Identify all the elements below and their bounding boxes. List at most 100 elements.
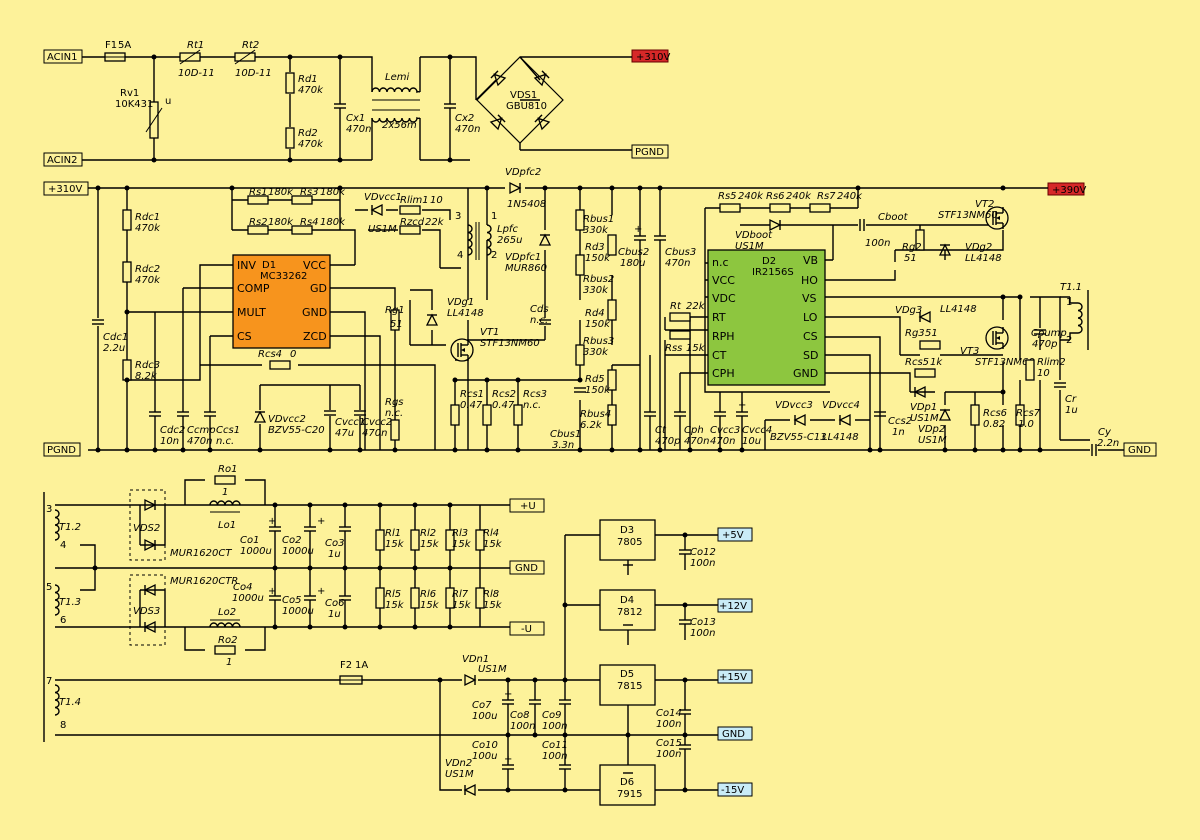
- pin-cs: CS: [237, 330, 252, 343]
- value-vdpfc2: 1N5408: [507, 199, 546, 210]
- label-co9: Co9: [542, 710, 561, 721]
- capacitor-co2: [303, 526, 317, 532]
- label-cr: Cr: [1065, 394, 1077, 405]
- label-rs7: Rs7: [817, 191, 836, 202]
- value-cdc2: 10n: [160, 436, 179, 447]
- choke-lemi: [371, 87, 421, 123]
- value-cboot: 100n: [865, 238, 890, 249]
- value-vdpfc1: MUR860: [505, 263, 547, 274]
- value-rl1: 15k: [385, 539, 405, 550]
- mosfet-vt1: [450, 338, 474, 362]
- label-vdboot: VDboot: [735, 230, 773, 241]
- label-rdc2: Rdc2: [135, 264, 160, 275]
- value-vdvcc4: LL4148: [822, 432, 859, 443]
- value-cds: n.c.: [530, 315, 548, 326]
- label-rg2: Rg2: [902, 242, 922, 253]
- pin-nc: n.c: [712, 256, 729, 269]
- label-ro2: Ro2: [218, 635, 237, 646]
- value-vt1: STF13NM60: [480, 338, 540, 349]
- capacitor-co1: [268, 526, 282, 532]
- label-cvcc2: Cvcc2: [362, 417, 392, 428]
- label-vdvcc3: VDvcc3: [775, 400, 813, 411]
- pin-w6: 6: [60, 615, 66, 626]
- label-rs6: Rs6: [766, 191, 785, 202]
- label-rs1: Rs1: [249, 187, 268, 198]
- label-cdc1: Cdc1: [103, 332, 128, 343]
- label-cvcc3: Cvcc3: [710, 425, 740, 436]
- label-rlim2: Rlim2: [1037, 357, 1066, 368]
- polarity-co2: +: [317, 516, 325, 527]
- label-t1-4: T1.4: [59, 697, 81, 708]
- resistor-rl2: [410, 529, 420, 551]
- svg-text:+12V: +12V: [719, 601, 747, 612]
- label-cvcc1: Cvcc1: [335, 417, 365, 428]
- label-lemi: Lemi: [385, 72, 409, 83]
- svg-text:+U: +U: [520, 501, 536, 512]
- svg-text:GND: GND: [1128, 445, 1151, 456]
- value-vdn1: US1M: [478, 664, 507, 675]
- resistor-rd3: [607, 234, 617, 256]
- capacitor-cvcc3: [713, 411, 727, 417]
- pin-w7: 7: [46, 676, 52, 687]
- value-rl2: 15k: [420, 539, 440, 550]
- value-co5: 1000u: [282, 606, 314, 617]
- svg-text:+310V: +310V: [636, 52, 670, 63]
- label-cbus3: Cbus3: [665, 247, 696, 258]
- pin-rt: RT: [712, 311, 726, 324]
- value-rd2: 470k: [298, 139, 324, 150]
- label-f2: F2: [340, 660, 352, 671]
- value-co13: 100n: [690, 628, 715, 639]
- resistor-rl1: [375, 529, 385, 551]
- diode-pair-vds2: [129, 489, 166, 561]
- label-f1: F1: [105, 40, 117, 51]
- value-rcs6: 0.82: [983, 419, 1005, 430]
- label-cx2: Cx2: [455, 113, 474, 124]
- label-co3: Co3: [325, 538, 344, 549]
- svg-text:-U: -U: [521, 624, 532, 635]
- label-co10: Co10: [472, 740, 498, 751]
- label-co15: Co15: [656, 738, 682, 749]
- net-label-minus-u: -U: [509, 621, 545, 636]
- value-d1: MC33262: [260, 271, 307, 282]
- capacitor-co5: [303, 595, 317, 601]
- capacitor-co8: [528, 699, 542, 705]
- value-rt: 22k: [686, 301, 706, 312]
- bridge-vds1: [476, 56, 564, 150]
- value-rl7: 15k: [452, 600, 472, 611]
- label-rl4: Rl4: [483, 528, 499, 539]
- value-co7: 100u: [472, 711, 497, 722]
- secondary-section: T1.2 3 4 T1.3 5 6 T1.4 7 8 VDS2 MUR1620C…: [43, 464, 718, 806]
- label-co14: Co14: [656, 708, 682, 719]
- polarity-co5: +: [317, 586, 325, 597]
- label-cds: Cds: [530, 304, 549, 315]
- varistor-rv1: [145, 101, 163, 139]
- pin-gnd: GND: [302, 306, 327, 319]
- polarity-co1: +: [268, 516, 276, 527]
- value-rd5: 150k: [585, 385, 611, 396]
- value-co14: 100n: [656, 719, 681, 730]
- label-cboot: Cboot: [878, 212, 909, 223]
- value-cy: 2.2n: [1097, 438, 1119, 449]
- resistor-rlim2: [1025, 359, 1035, 381]
- label-vdg3: VDg3: [895, 305, 922, 316]
- capacitor-cdc1: [91, 319, 105, 325]
- mosfet-vt3: [985, 326, 1009, 350]
- label-co4: Co4: [233, 582, 252, 593]
- label-d5: D5: [620, 669, 634, 680]
- value-rl5: 15k: [385, 600, 405, 611]
- label-co12: Co12: [690, 547, 716, 558]
- label-t1-1: T1.1: [1060, 282, 1082, 293]
- label-cx1: Cx1: [346, 113, 365, 124]
- value-d5: 7815: [617, 681, 642, 692]
- net-label-12v: +12V: [717, 598, 753, 613]
- label-rcs7: Rcs7: [1016, 408, 1041, 419]
- svg-text:ACIN2: ACIN2: [47, 155, 77, 166]
- value-vds2: MUR1620CT: [170, 548, 232, 559]
- value-d2: IR2156S: [752, 267, 794, 278]
- value-lemi: 2x56m: [382, 120, 417, 131]
- capacitor-co7: [501, 699, 515, 705]
- value-vdg2: LL4148: [965, 253, 1002, 264]
- value-rd4: 150k: [585, 319, 611, 330]
- label-lo1: Lo1: [218, 520, 236, 531]
- inductor-lpfc: [467, 222, 492, 260]
